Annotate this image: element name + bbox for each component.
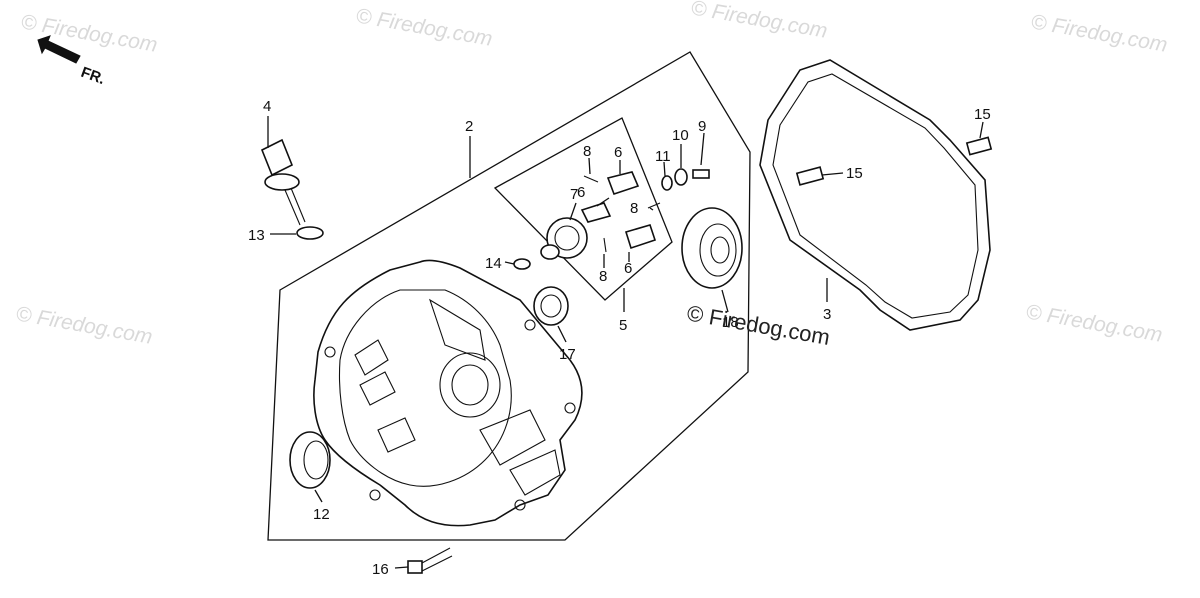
case-gasket-inner: [772, 73, 979, 319]
callout-16: 16: [372, 561, 389, 578]
watermark-top-right: © Firedog.com: [1029, 10, 1169, 57]
leader-lines: [267, 116, 984, 569]
watermark-top-center: © Firedog.com: [354, 4, 494, 51]
governor-assembly-outline: [493, 117, 673, 301]
callout-18: 18: [722, 314, 739, 331]
front-label: FR.: [79, 64, 108, 88]
dowel-pins: [795, 136, 993, 186]
callout-12: 12: [313, 506, 330, 523]
bearing-small: [533, 286, 569, 326]
callout-6-middle: 6: [577, 184, 585, 201]
callout-8-bottom: 8: [599, 268, 607, 285]
callout-4: 4: [263, 98, 271, 115]
callout-13: 13: [248, 227, 265, 244]
watermark-top-left: © Firedog.com: [19, 10, 159, 57]
callout-labels: 2 3 4 5 6 6 6 7 8 8 8 9 10 11 12 13 14 1…: [248, 98, 991, 578]
callout-7: 7: [570, 186, 578, 203]
watermark-main: © Firedog.com: [685, 300, 832, 350]
background-watermarks: © Firedog.com © Firedog.com © Firedog.co…: [14, 0, 1169, 349]
callout-9: 9: [698, 118, 706, 135]
callout-17: 17: [559, 346, 576, 363]
callout-5: 5: [619, 317, 627, 334]
washer: [513, 258, 531, 270]
governor-weights: [580, 171, 661, 253]
bearing-large: [681, 207, 743, 289]
callout-6-top: 6: [614, 144, 622, 161]
governor-gear: [540, 217, 588, 260]
crankcase-cover: [313, 259, 583, 527]
case-assembly-outline: [267, 51, 751, 541]
flange-bolt: [407, 547, 453, 574]
watermark-top-right-center: © Firedog.com: [689, 0, 829, 43]
oil-level-gauge: [260, 138, 306, 226]
oil-seal: [289, 431, 331, 489]
callout-8-right: 8: [630, 200, 638, 217]
o-ring: [296, 226, 324, 240]
callout-11: 11: [655, 148, 671, 165]
thrust-washers: [661, 168, 710, 191]
front-arrow-icon: [37, 35, 81, 64]
callout-2: 2: [465, 118, 473, 135]
callout-15-right: 15: [974, 106, 991, 123]
callout-3: 3: [823, 306, 831, 323]
callout-14: 14: [485, 255, 502, 272]
callout-6-bottom: 6: [624, 260, 632, 277]
case-gasket: [759, 59, 991, 331]
watermark-mid-right: © Firedog.com: [1024, 300, 1164, 347]
watermark-mid-left: © Firedog.com: [14, 302, 154, 349]
callout-10: 10: [672, 127, 689, 144]
callout-15-left: 15: [846, 165, 863, 182]
callout-8-top: 8: [583, 143, 591, 160]
